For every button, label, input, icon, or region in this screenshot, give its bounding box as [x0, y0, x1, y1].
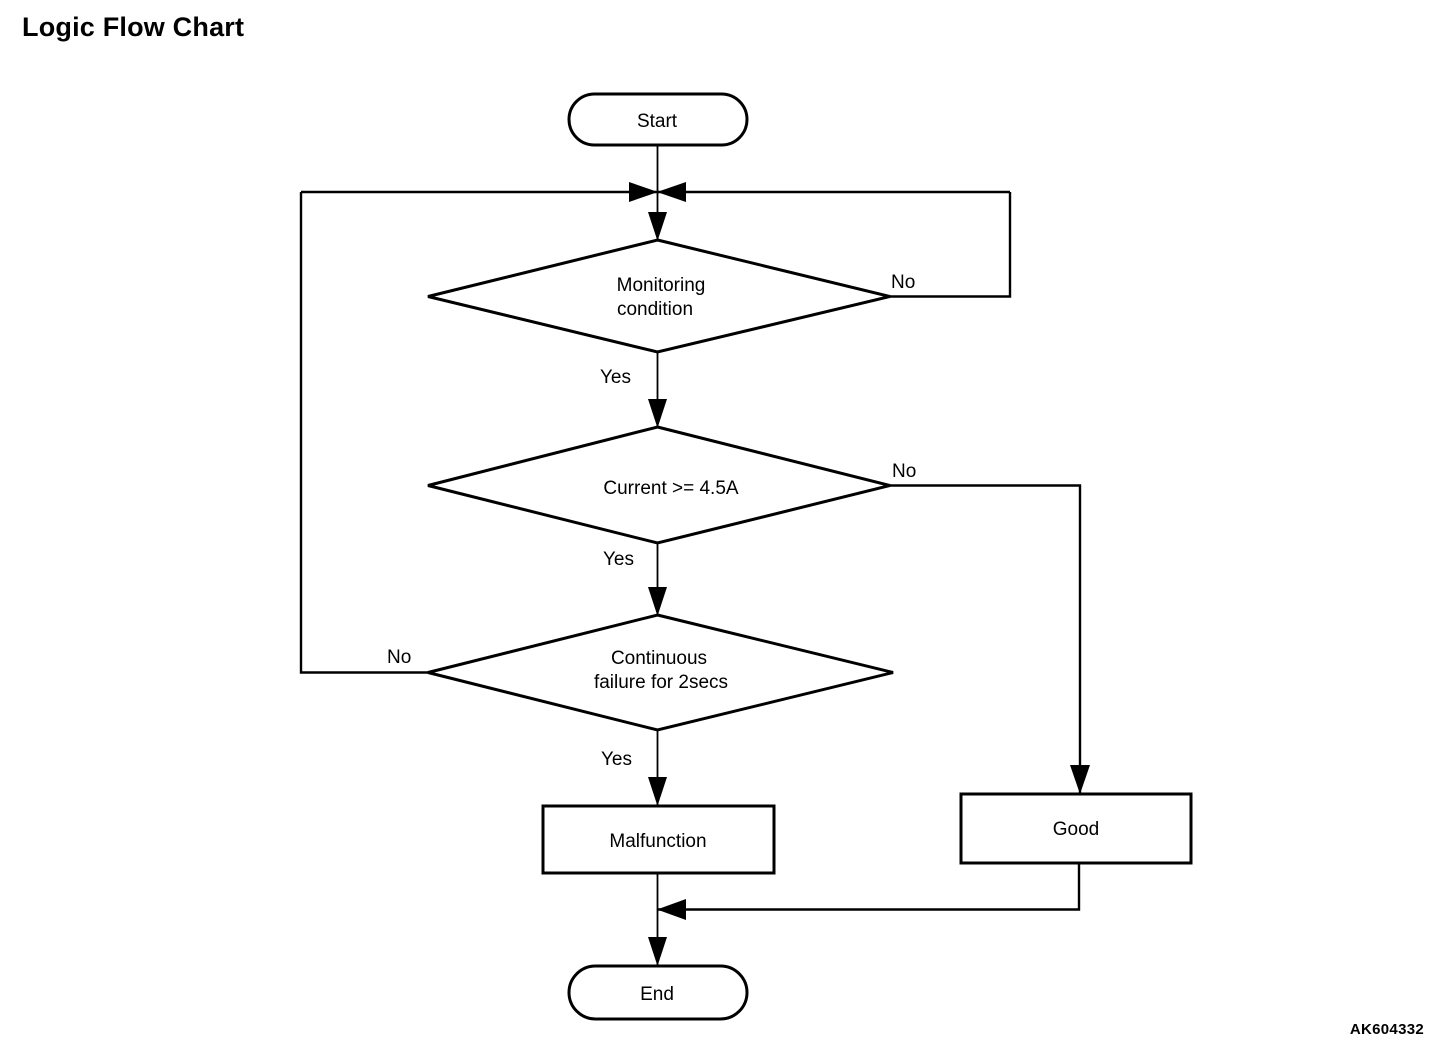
- arrowhead-down-malfunction: [648, 777, 667, 806]
- edge-label-monitoring-yes: Yes: [600, 367, 631, 388]
- node-malfunction[interactable]: Malfunction: [541, 804, 776, 875]
- arrowhead-down-monitoring: [648, 212, 667, 241]
- edge-return-junction-bar: [301, 182, 1010, 202]
- arrowhead-left-junction: [657, 182, 686, 202]
- edge-current-yes: [648, 543, 667, 616]
- node-good[interactable]: Good: [959, 792, 1193, 865]
- edge-continuous-no: [299, 192, 428, 674]
- current-label: Current >= 4.5A: [603, 478, 739, 499]
- continuous-decision-shape: [427, 613, 894, 732]
- malfunction-label: Malfunction: [609, 831, 706, 852]
- good-box-shape: [959, 792, 1193, 865]
- node-continuous-failure[interactable]: Continuous failure for 2secs: [427, 613, 894, 732]
- edge-label-continuous-no: No: [387, 647, 411, 668]
- start-label: Start: [637, 111, 678, 132]
- arrowhead-left-merge: [657, 899, 686, 920]
- end-terminator-shape: [567, 964, 749, 1021]
- malfunction-box-shape: [541, 804, 776, 875]
- arrowhead-down-good: [1070, 765, 1090, 794]
- edge-monitoring-yes: [648, 352, 667, 428]
- arrowhead-down-current: [648, 399, 667, 428]
- edge-continuous-yes: [648, 730, 667, 806]
- start-terminator-shape: [567, 92, 749, 147]
- edge-label-monitoring-no: No: [891, 272, 915, 293]
- edge-monitoring-no: [890, 192, 1012, 298]
- good-label: Good: [1053, 819, 1099, 840]
- node-start[interactable]: Start: [567, 92, 749, 147]
- end-label: End: [640, 984, 674, 1005]
- current-decision-shape: [427, 425, 891, 545]
- arrowhead-right-junction: [629, 182, 658, 202]
- edge-label-current-yes: Yes: [603, 549, 634, 570]
- edge-label-continuous-yes: Yes: [601, 749, 632, 770]
- arrowhead-down-end: [648, 937, 667, 966]
- edge-label-current-no: No: [892, 461, 916, 482]
- edge-good-to-end: [657, 864, 1081, 920]
- node-monitoring-condition[interactable]: Monitoring condition: [427, 238, 891, 354]
- monitoring-label-line1: Monitoring: [617, 275, 706, 296]
- edge-malfunction-to-end: [648, 873, 667, 966]
- arrowhead-down-continuous: [648, 587, 667, 616]
- monitoring-label-line2: condition: [617, 299, 693, 320]
- monitoring-decision-shape: [427, 238, 891, 354]
- continuous-label-line1: Continuous: [611, 648, 707, 669]
- page-title: Logic Flow Chart: [22, 12, 245, 42]
- node-end[interactable]: End: [567, 964, 749, 1021]
- node-current-threshold[interactable]: Current >= 4.5A: [427, 425, 891, 545]
- edge-current-no: [890, 484, 1090, 794]
- continuous-label-line2: failure for 2secs: [594, 672, 728, 693]
- diagram-code: AK604332: [1349, 1021, 1424, 1038]
